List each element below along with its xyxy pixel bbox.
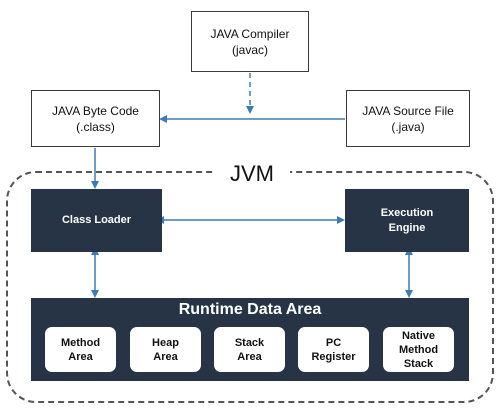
execution-engine-label-2: Engine <box>388 221 426 234</box>
area-label: PC <box>325 336 342 349</box>
area-label: Method <box>398 343 439 356</box>
java-compiler-sub: (javac) <box>231 42 268 57</box>
java-bytecode-box: JAVA Byte Code (.class) <box>31 90 160 147</box>
class-loader-box: Class Loader <box>31 189 162 252</box>
class-loader-label: Class Loader <box>61 214 132 226</box>
heap-area-box: Heap Area <box>130 327 201 372</box>
execution-engine-label-1: Execution <box>380 206 434 219</box>
area-label: Stack <box>234 336 265 349</box>
area-label: Native <box>401 329 436 342</box>
java-source-sub: (.java) <box>391 119 425 134</box>
runtime-data-area-title: Runtime Data Area <box>178 301 322 318</box>
area-label: Area <box>153 350 178 363</box>
area-label: Heap <box>152 336 179 349</box>
java-bytecode-label: JAVA Byte Code <box>52 103 139 118</box>
execution-engine-box: Execution Engine <box>345 189 469 252</box>
jvm-title: JVM <box>214 160 290 188</box>
area-label: Method <box>60 336 101 349</box>
java-source-label: JAVA Source File <box>362 103 454 118</box>
area-label: Area <box>237 350 262 363</box>
area-label: Stack <box>403 357 434 370</box>
java-compiler-label: JAVA Compiler <box>210 26 290 41</box>
stack-area-box: Stack Area <box>214 327 285 372</box>
java-compiler-box: JAVA Compiler (javac) <box>191 11 309 72</box>
native-method-stack-box: Native Method Stack <box>383 327 454 372</box>
java-bytecode-sub: (.class) <box>76 119 115 134</box>
pc-register-box: PC Register <box>298 327 369 372</box>
method-area-box: Method Area <box>45 327 116 372</box>
java-source-box: JAVA Source File (.java) <box>346 90 470 147</box>
area-label: Register <box>311 350 356 363</box>
area-label: Area <box>68 350 93 363</box>
